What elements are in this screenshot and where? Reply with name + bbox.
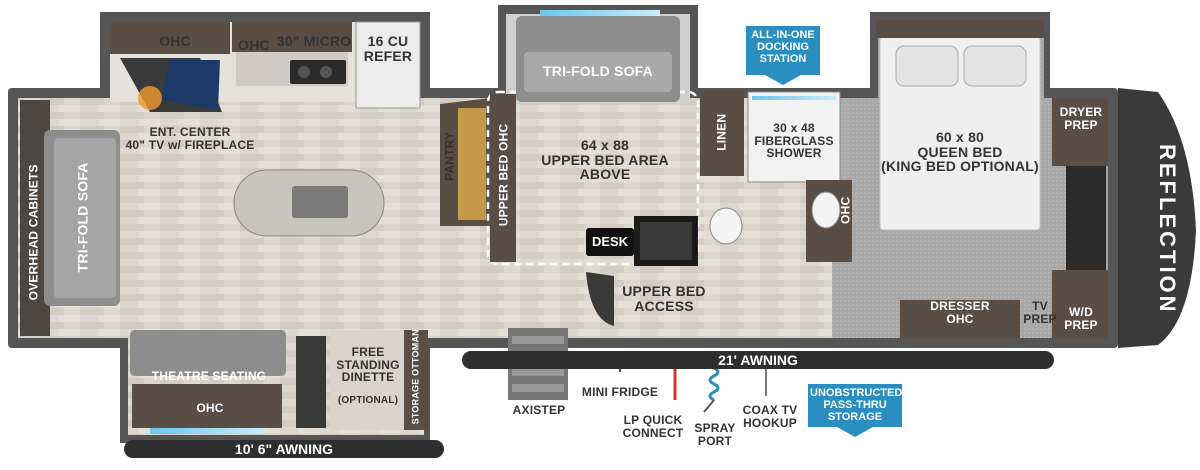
awning-rear: 10' 6" AWNING: [124, 440, 444, 458]
ent-center-label: ENT. CENTER 40" TV w/ FIREPLACE: [125, 125, 255, 152]
upper-bed-access-label: UPPER BED ACCESS: [622, 283, 706, 314]
tri-fold-sofa-top: [516, 10, 680, 102]
ohc-kitchen-label: OHC: [159, 33, 191, 49]
theatre-slide: [130, 330, 428, 434]
mini-fridge-label: MINI FRIDGE: [581, 385, 659, 399]
desk-label: DESK: [586, 228, 634, 256]
dryer-prep-label: DRYER PREP: [1059, 105, 1103, 132]
bedroom: [876, 20, 1108, 338]
dinette-label: FREE STANDING DINETTE: [336, 345, 400, 385]
awning-main: 21' AWNING: [462, 351, 1054, 369]
dinette-optional-label: (OPTIONAL): [337, 395, 399, 406]
storage-ottoman-label: STORAGE OTTOMAN: [410, 329, 421, 425]
front-cap: [1118, 88, 1196, 348]
theatre-seating-label: THEATRE SEATING: [151, 369, 267, 383]
tv-prep-label: TV PREP: [1023, 299, 1057, 326]
refer-label: 16 CU REFER: [363, 33, 413, 64]
shower-label: 30 x 48 FIBERGLASS SHOWER: [754, 121, 834, 161]
pantry: [440, 98, 490, 226]
docking-station-badge: ALL-IN-ONE DOCKING STATION: [746, 26, 820, 76]
spray-port-label: SPRAY PORT: [694, 421, 736, 448]
ohc-bath-label: OHC: [838, 196, 853, 224]
bathroom: [700, 90, 852, 262]
upper-bed-area-label: 64 x 88 UPPER BED AREA ABOVE: [541, 137, 669, 183]
lp-quick-connect-label: LP QUICK CONNECT: [622, 413, 684, 440]
desk-cabinet: [634, 216, 698, 266]
coax-tv-hookup-label: COAX TV HOOKUP: [742, 403, 798, 430]
ohc-micro-label: OHC: [238, 37, 270, 53]
tri-fold-sofa-left: [20, 100, 120, 336]
micro-label: 30" MICRO: [276, 33, 352, 49]
brand-logo: REFLECTION: [1155, 144, 1180, 315]
pantry-label: PANTRY: [442, 131, 457, 181]
ohc-theatre-label: OHC: [196, 401, 224, 415]
overhead-cabinets-label: OVERHEAD CABINETS: [26, 164, 41, 301]
upper-bed-access-stairs: [586, 272, 614, 326]
queen-bed-label: 60 x 80 QUEEN BED (KING BED OPTIONAL): [881, 129, 1039, 175]
dresser-ohc-label: DRESSER OHC: [930, 299, 990, 326]
tri-fold-sofa-left-label: TRI-FOLD SOFA: [74, 162, 91, 273]
kitchen-slide: [110, 21, 421, 112]
pass-thru-storage-badge: UNOBSTRUCTED PASS-THRU STORAGE: [808, 384, 902, 428]
axistep-label: AXISTEP: [512, 403, 566, 417]
kitchen-island: [233, 169, 385, 237]
linen-label: LINEN: [714, 113, 729, 151]
upper-bed-area: [486, 90, 700, 266]
upper-bed-ohc-label: UPPER BED OHC: [496, 123, 511, 227]
tri-fold-sofa-top-label: TRI-FOLD SOFA: [543, 63, 653, 79]
wd-prep-label: W/D PREP: [1064, 305, 1098, 332]
